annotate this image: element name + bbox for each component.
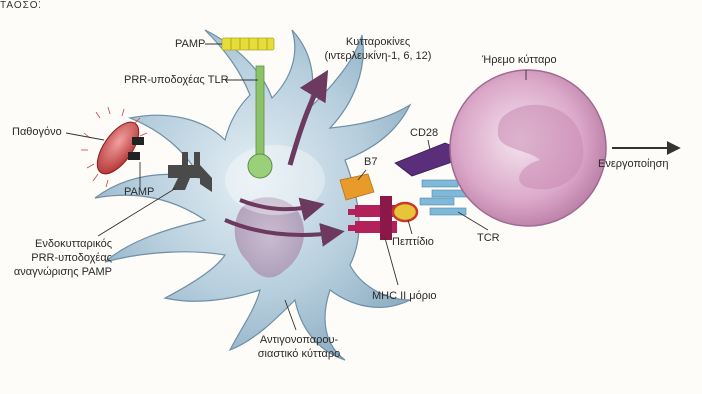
label-intracellular-2: PRR-υποδοχέας <box>4 252 112 265</box>
label-b7: B7 <box>364 156 377 169</box>
leader-cd28 <box>428 140 430 150</box>
label-pathogen: Παθογόνο <box>12 126 62 139</box>
label-prr-tlr: PRR-υποδοχέας TLR <box>124 74 229 87</box>
label-resting-cell: Ήρεμο κύτταρο <box>482 54 557 67</box>
peptide <box>393 203 417 221</box>
pamp-top-molecule <box>222 38 274 50</box>
label-cd28: CD28 <box>410 127 438 140</box>
label-intracellular-1: Ενδοκυτταρικός <box>4 238 112 251</box>
label-peptide: Πεπτίδιο <box>392 236 434 249</box>
label-cytokines-2: (ιντερλευκίνη-1, 6, 12) <box>304 50 452 63</box>
label-mhc: MHC II μόριο <box>372 290 437 303</box>
label-pamp-top: PAMP <box>175 38 205 51</box>
apc-glow <box>225 145 325 215</box>
leader-tcr <box>458 212 488 230</box>
label-pamp-left: PAMP <box>124 186 154 199</box>
label-cytokines-1: Κυτταροκίνες <box>318 36 438 49</box>
cd28-molecule <box>395 143 458 176</box>
label-intracellular-3: αναγνώρισης PAMP <box>4 266 112 279</box>
label-activation: Ενεργοποίηση <box>598 158 668 171</box>
label-apc-1: Αντιγονοπαρου- <box>244 334 354 347</box>
leader-peptide <box>408 220 412 234</box>
tlr-receptor-head <box>248 154 272 178</box>
label-apc-2: σιαστικό κύτταρο <box>244 348 354 361</box>
label-tcr: TCR <box>477 232 500 245</box>
